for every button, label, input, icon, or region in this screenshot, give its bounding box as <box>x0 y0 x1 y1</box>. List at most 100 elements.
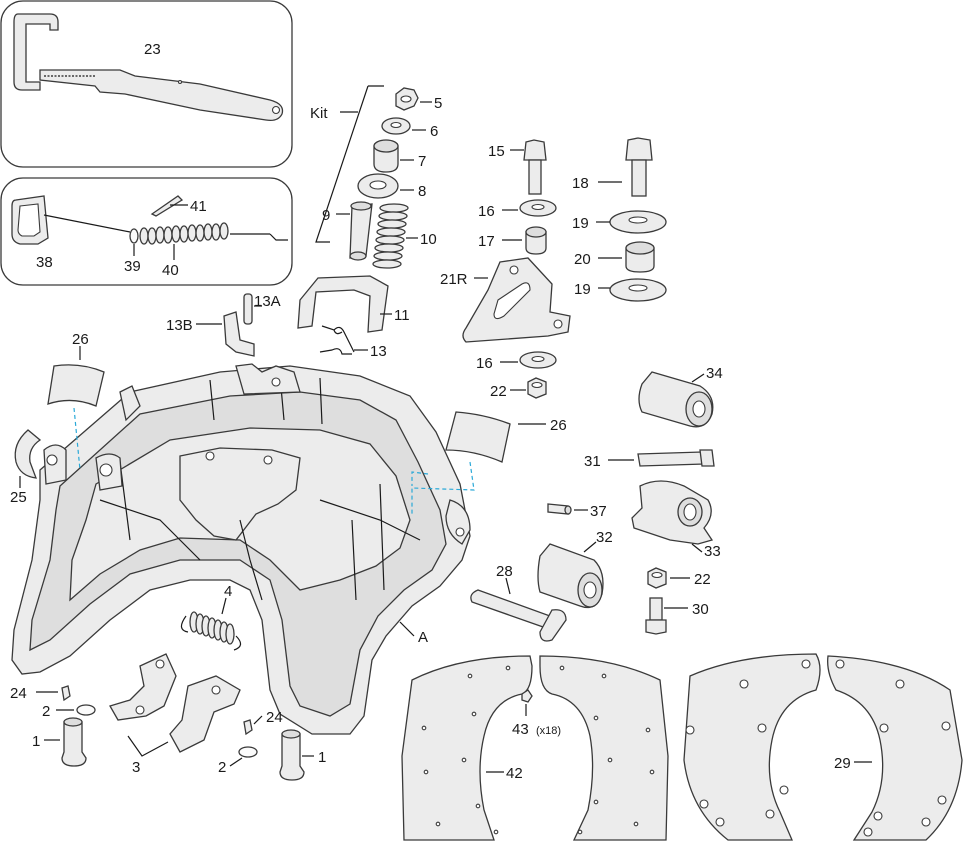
label-kit: Kit <box>310 105 328 122</box>
label-17: 17 <box>478 233 495 250</box>
label-16a: 16 <box>478 203 495 220</box>
part-37-roll-pin <box>547 503 572 515</box>
part-1-pin-left <box>61 717 87 767</box>
label-29: 29 <box>834 755 851 772</box>
label-11: 11 <box>394 307 410 324</box>
label-18: 18 <box>572 175 589 192</box>
label-42: 42 <box>506 765 523 782</box>
label-26a: 26 <box>72 331 89 348</box>
part-8-washer <box>357 173 399 199</box>
label-20: 20 <box>574 251 591 268</box>
label-a: A <box>418 629 428 646</box>
label-4: 4 <box>224 583 232 600</box>
part-3-jaws <box>109 653 241 753</box>
part-24-grease-fitting-left <box>61 685 71 702</box>
part-16-washer-bottom <box>519 351 557 369</box>
part-13-springs <box>319 325 355 355</box>
part-30-bolt <box>645 597 667 635</box>
part-2-washer-left <box>76 704 96 716</box>
part-15-bolt <box>523 139 547 195</box>
label-13: 13 <box>370 343 387 360</box>
part-19-washer-bottom <box>609 278 667 302</box>
label-25: 25 <box>10 489 27 506</box>
label-32: 32 <box>596 529 613 546</box>
label-15: 15 <box>488 143 505 160</box>
label-43: 43 <box>512 721 529 738</box>
label-22b: 22 <box>694 571 711 588</box>
part-39-washer <box>129 228 139 244</box>
part-26-wear-pad-left <box>47 364 105 407</box>
part-32-bushing <box>537 543 604 609</box>
label-8: 8 <box>418 183 426 200</box>
part-7-bushing <box>373 139 399 173</box>
part-40-spring <box>139 222 229 245</box>
part-33-bracket <box>631 480 714 545</box>
label-28: 28 <box>496 563 513 580</box>
part-10-spring <box>372 203 409 269</box>
part-42-top-plate <box>401 655 669 841</box>
part-18-bolt <box>625 137 653 197</box>
part-20-spacer <box>625 241 655 273</box>
label-1b: 1 <box>318 749 326 766</box>
label-10: 10 <box>420 231 437 248</box>
part-1-pin-right <box>279 729 305 781</box>
part-28-pin <box>470 589 567 642</box>
label-33: 33 <box>704 543 721 560</box>
part-21r-bracket <box>462 257 571 343</box>
label-1a: 1 <box>32 733 40 750</box>
label-39: 39 <box>124 258 141 275</box>
part-25-clip <box>14 429 42 479</box>
part-11-bracket <box>297 275 389 333</box>
part-22-nut-top <box>527 377 547 399</box>
part-38-pull-handle <box>11 195 288 245</box>
label-9: 9 <box>322 207 330 224</box>
label-13a: 13A <box>254 293 281 310</box>
part-22-nut-bottom <box>647 567 667 589</box>
part-6-washer <box>381 117 411 135</box>
part-5-nut <box>395 87 419 111</box>
part-34-bushing <box>638 371 714 428</box>
part-29-slide-plate <box>683 653 963 841</box>
label-43-quantity: (x18) <box>536 725 561 737</box>
label-41: 41 <box>190 198 207 215</box>
label-19a: 19 <box>572 215 589 232</box>
label-37: 37 <box>590 503 607 520</box>
label-31: 31 <box>584 453 601 470</box>
part-9-pin <box>349 201 373 261</box>
label-21r: 21R <box>440 271 468 288</box>
label-22a: 22 <box>490 383 507 400</box>
label-7: 7 <box>418 153 426 170</box>
part-31-bolt <box>637 449 715 467</box>
label-26b: 26 <box>550 417 567 434</box>
part-24-grease-fitting-right <box>243 719 253 736</box>
label-13b: 13B <box>166 317 193 334</box>
label-38: 38 <box>36 254 53 271</box>
part-43-screw <box>521 689 533 703</box>
label-23: 23 <box>144 41 161 58</box>
part-26-wear-pad-right <box>445 411 511 463</box>
label-2b: 2 <box>218 759 226 776</box>
part-23-release-handle <box>13 13 284 122</box>
part-a-fifth-wheel-plate <box>11 363 471 735</box>
part-13a-pin <box>243 293 253 325</box>
part-41-cotter-pin <box>150 195 184 217</box>
part-19-washer-top <box>609 210 667 234</box>
part-4-spring <box>180 611 242 651</box>
part-17-bushing <box>525 226 547 255</box>
label-5: 5 <box>434 95 442 112</box>
label-6: 6 <box>430 123 438 140</box>
label-30: 30 <box>692 601 709 618</box>
part-13b-lever <box>223 311 255 357</box>
label-24a: 24 <box>10 685 27 702</box>
label-19b: 19 <box>574 281 591 298</box>
label-2a: 2 <box>42 703 50 720</box>
label-24b: 24 <box>266 709 283 726</box>
label-3: 3 <box>132 759 140 776</box>
part-16-washer-top <box>519 199 557 217</box>
label-34: 34 <box>706 365 723 382</box>
label-16b: 16 <box>476 355 493 372</box>
label-40: 40 <box>162 262 179 279</box>
part-2-washer-right <box>238 746 258 758</box>
